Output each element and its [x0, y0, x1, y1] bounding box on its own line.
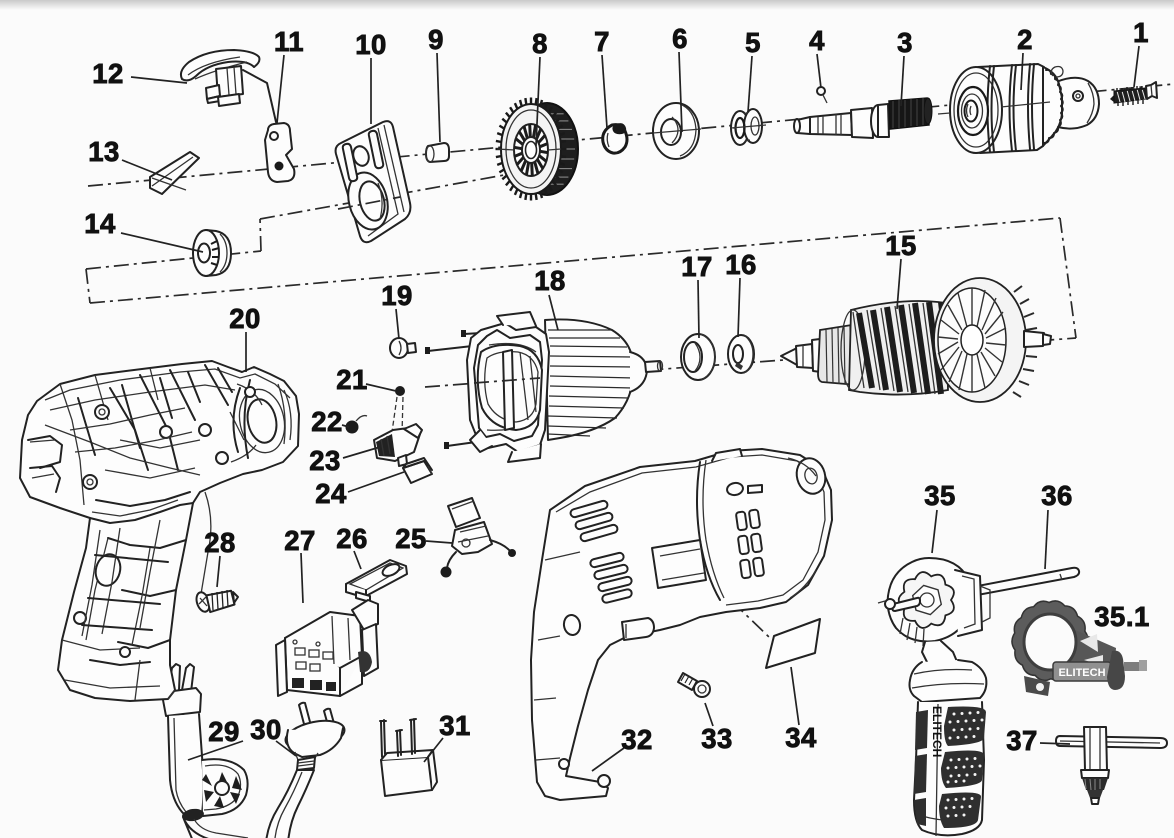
svg-text:10: 10	[355, 29, 387, 60]
svg-text:23: 23	[309, 445, 341, 476]
svg-text:9: 9	[428, 24, 444, 55]
svg-text:22: 22	[311, 406, 343, 437]
svg-text:1: 1	[1133, 17, 1149, 48]
svg-text:2: 2	[1017, 24, 1033, 55]
svg-text:27: 27	[284, 525, 316, 556]
svg-text:ELITECH: ELITECH	[1058, 667, 1105, 679]
svg-text:13: 13	[88, 136, 120, 167]
svg-text:7: 7	[594, 26, 610, 57]
svg-text:16: 16	[725, 249, 757, 280]
svg-text:8: 8	[532, 28, 548, 59]
svg-text:33: 33	[701, 723, 733, 754]
svg-text:26: 26	[336, 523, 368, 554]
svg-text:19: 19	[381, 280, 413, 311]
svg-text:ELITECH: ELITECH	[930, 706, 944, 757]
svg-text:36: 36	[1041, 480, 1073, 511]
svg-text:34: 34	[785, 722, 817, 753]
svg-text:12: 12	[92, 58, 124, 89]
svg-text:37: 37	[1006, 725, 1038, 756]
svg-text:21: 21	[336, 364, 368, 395]
svg-text:14: 14	[84, 208, 116, 239]
svg-text:28: 28	[204, 527, 236, 558]
svg-text:25: 25	[395, 523, 427, 554]
svg-text:4: 4	[809, 25, 825, 56]
svg-text:29: 29	[208, 716, 240, 747]
svg-text:30: 30	[250, 714, 282, 745]
svg-text:5: 5	[745, 27, 761, 58]
svg-text:11: 11	[274, 26, 304, 57]
svg-text:18: 18	[534, 265, 566, 296]
svg-text:15: 15	[885, 230, 917, 261]
svg-text:31: 31	[439, 710, 471, 741]
svg-text:32: 32	[621, 724, 653, 755]
svg-text:3: 3	[897, 27, 913, 58]
svg-text:6: 6	[672, 23, 688, 54]
svg-text:20: 20	[229, 303, 261, 334]
svg-text:35.1: 35.1	[1094, 601, 1150, 632]
svg-text:35: 35	[924, 480, 956, 511]
svg-text:24: 24	[315, 478, 347, 509]
svg-text:17: 17	[681, 251, 713, 282]
